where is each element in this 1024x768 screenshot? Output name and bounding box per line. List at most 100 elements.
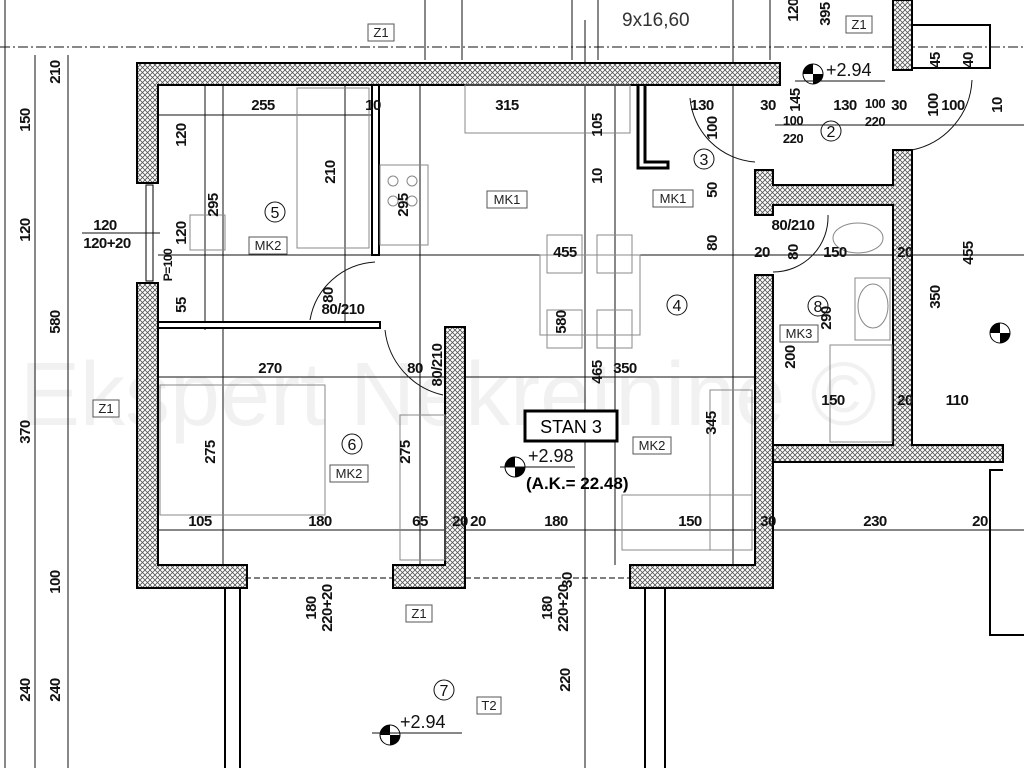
stair-spec: 9x16,60 bbox=[622, 10, 690, 31]
dim: 275 bbox=[397, 440, 414, 464]
dim: 295 bbox=[395, 193, 412, 217]
elevation-entry: +2.94 bbox=[826, 60, 872, 80]
dim: 30 bbox=[760, 513, 776, 530]
dim: 30 bbox=[891, 97, 907, 114]
dim: 150 bbox=[823, 244, 847, 261]
dim: 100 bbox=[47, 570, 64, 594]
dim: 350 bbox=[927, 285, 944, 309]
dim: 200 bbox=[782, 345, 799, 369]
dim: 120 bbox=[17, 218, 34, 242]
doors[interactable] bbox=[309, 79, 973, 396]
room-number-3: 3 bbox=[700, 152, 709, 169]
elevation-marker-neighbour bbox=[989, 322, 1011, 344]
dim: 455 bbox=[553, 244, 577, 261]
tag-mk2: MK2 bbox=[639, 438, 666, 453]
tag-mk1: MK1 bbox=[660, 191, 687, 206]
apartment-label: STAN 3 bbox=[540, 417, 602, 437]
elevation-marker-entry: +2.94 bbox=[795, 60, 885, 85]
dim: 150 bbox=[17, 108, 34, 132]
dim: 105 bbox=[589, 113, 606, 137]
tag-mk1: MK1 bbox=[494, 192, 521, 207]
elevation-marker-main: +2.98 (A.K.= 22.48) bbox=[500, 446, 629, 493]
dim: 100 bbox=[704, 116, 721, 140]
dim: 110 bbox=[946, 392, 969, 409]
left-dimension-chain: 210 150 120 580 370 100 240 240 bbox=[17, 60, 64, 702]
dim: 50 bbox=[704, 182, 721, 198]
room-number-7: 7 bbox=[440, 683, 449, 700]
window-width: 120 bbox=[93, 217, 117, 234]
material-tags: Z1 Z1 Z1 Z1 MK1 MK1 MK2 MK2 MK2 MK3 T2 bbox=[92, 15, 873, 715]
dim: 370 bbox=[17, 420, 34, 444]
dim: 210 bbox=[322, 160, 339, 184]
dim: 150 bbox=[821, 392, 845, 409]
dim: 10 bbox=[989, 97, 1006, 113]
dim: 40 bbox=[960, 52, 977, 68]
dim: 255 bbox=[251, 97, 275, 114]
dim: 45 bbox=[927, 52, 944, 68]
dim: 65 bbox=[412, 513, 428, 530]
dim: 350 bbox=[613, 360, 637, 377]
dim: 80/210 bbox=[429, 343, 446, 386]
tag-z1: Z1 bbox=[411, 606, 426, 621]
window-height: 120+20 bbox=[83, 235, 131, 252]
dim: 345 bbox=[703, 411, 720, 435]
dim: 145 bbox=[787, 88, 804, 112]
dim: 455 bbox=[960, 241, 977, 265]
dim: 30 bbox=[760, 97, 776, 114]
dim: 100 bbox=[865, 96, 885, 111]
dim: 180 bbox=[308, 513, 332, 530]
dim: 100 bbox=[941, 97, 965, 114]
dim: 580 bbox=[47, 310, 64, 334]
dim: 100 bbox=[925, 93, 942, 117]
dim: 80 bbox=[704, 235, 721, 251]
dim: 100 bbox=[783, 113, 803, 128]
room-number-5: 5 bbox=[271, 205, 280, 222]
dim: 55 bbox=[173, 297, 190, 313]
tag-mk2: MK2 bbox=[255, 238, 282, 253]
walls bbox=[136, 0, 1024, 768]
dim: 20 bbox=[470, 513, 486, 530]
dimension-labels: 255 315 10 120 210 295 295 120 P=100 55 … bbox=[161, 0, 1006, 530]
absolute-elevation: (A.K.= 22.48) bbox=[526, 474, 629, 493]
dim: 130 bbox=[690, 97, 714, 114]
elevation-marker-terrace: +2.94 bbox=[372, 712, 462, 746]
dim: 465 bbox=[589, 360, 606, 384]
furniture bbox=[159, 84, 893, 561]
dim: 105 bbox=[188, 513, 212, 530]
tag-z1: Z1 bbox=[98, 401, 113, 416]
window-labels: 120 120+20 180 220+20 180 220+20 30 220 bbox=[82, 217, 576, 692]
dim: 210 bbox=[47, 60, 64, 84]
tag-z1: Z1 bbox=[851, 17, 866, 32]
dim: 20 bbox=[754, 244, 770, 261]
dim: 20 bbox=[897, 392, 913, 409]
dim: 290 bbox=[818, 306, 835, 330]
dim: 270 bbox=[258, 360, 282, 377]
room-number-6: 6 bbox=[348, 437, 357, 454]
window-height: 220+20 bbox=[555, 584, 572, 632]
dim: 130 bbox=[833, 97, 857, 114]
tag-mk3: MK3 bbox=[786, 326, 813, 341]
dim: 120 bbox=[173, 123, 190, 147]
elevation-main: +2.98 bbox=[528, 446, 574, 466]
room-number-2: 2 bbox=[827, 124, 836, 141]
door-entry bbox=[911, 79, 973, 151]
dim: 315 bbox=[495, 97, 519, 114]
tag-mk2: MK2 bbox=[336, 466, 363, 481]
dim: 275 bbox=[202, 440, 219, 464]
door-room3 bbox=[689, 97, 756, 163]
dim: 395 bbox=[817, 2, 834, 26]
dim: 20 bbox=[897, 244, 913, 261]
dim: 20 bbox=[452, 513, 468, 530]
dim: 30 bbox=[559, 572, 576, 588]
door-room5 bbox=[309, 261, 376, 321]
dim: 120 bbox=[785, 0, 802, 22]
dim: 80/210 bbox=[772, 217, 815, 234]
door-room6 bbox=[384, 329, 444, 396]
window-height: 220+20 bbox=[319, 584, 336, 632]
elevation-terrace: +2.94 bbox=[400, 712, 446, 732]
dim: 80 bbox=[785, 244, 802, 260]
tag-t2: T2 bbox=[481, 698, 496, 713]
dim: 20 bbox=[972, 513, 988, 530]
